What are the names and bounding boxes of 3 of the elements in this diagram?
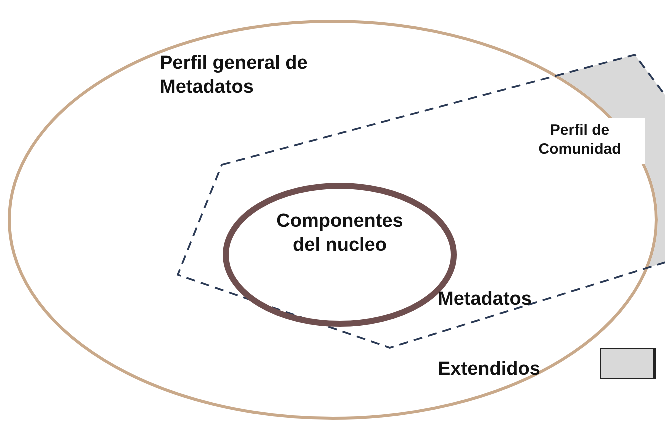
legend-label: Metadatos Extendidos [438, 288, 542, 382]
node-label: Componentes del nucleo [276, 210, 404, 258]
node-label: Perfil general de Metadatos [160, 52, 309, 100]
